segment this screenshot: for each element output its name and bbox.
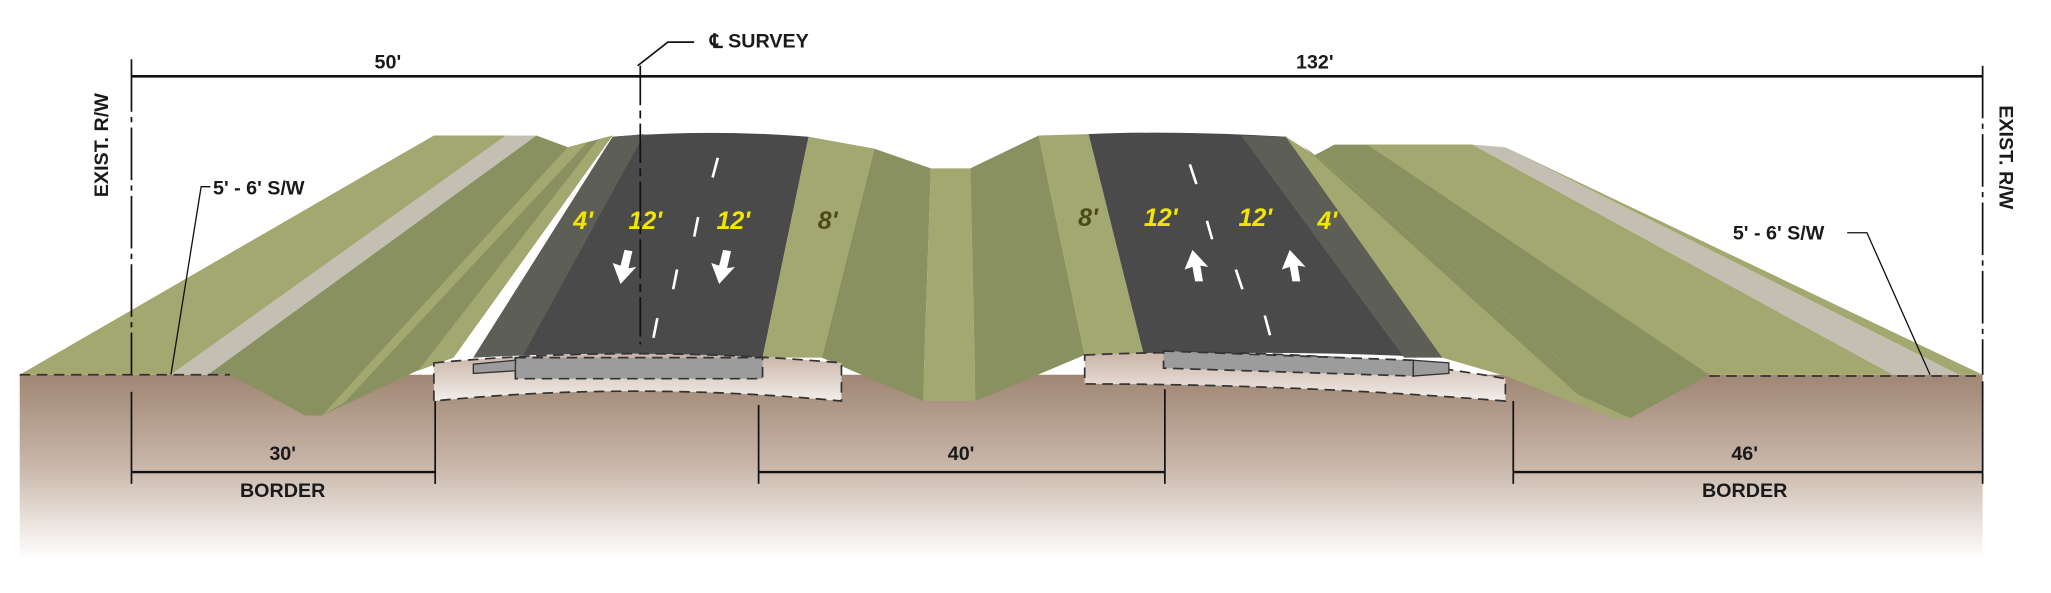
- right-inside-shoulder-label: 4': [1316, 207, 1338, 235]
- median-ditch: [922, 168, 976, 402]
- right-lane-stripes: [1188, 163, 1272, 336]
- left-pavement-section: [514, 356, 764, 380]
- right-backslope-light: [1367, 144, 1894, 375]
- row-right-label: EXIST. R/W: [1995, 105, 2017, 209]
- dimension-46ft: 46': [1731, 443, 1758, 465]
- up-arrow-icon: [1281, 249, 1306, 282]
- left-outside-shoulder: [762, 136, 875, 358]
- sidewalk-left-leader: [170, 186, 211, 375]
- right-roadway: [1088, 132, 1443, 358]
- dimension-30ft: 30': [269, 443, 296, 465]
- left-sidewalk: [170, 135, 537, 375]
- left-lane-1-label: 12': [628, 207, 663, 235]
- down-arrow-icon: [612, 249, 637, 285]
- dimension-40ft: 40': [948, 443, 975, 465]
- left-shoulder-section: [472, 359, 517, 375]
- left-border-label: BORDER: [240, 480, 325, 502]
- right-foreslope-band: [1301, 144, 1631, 419]
- right-backslope: [1314, 144, 1710, 419]
- up-arrow-icon: [1184, 249, 1209, 282]
- sidewalk-right-label: 5' - 6' S/W: [1733, 222, 1825, 244]
- right-outside-shoulder: [1038, 134, 1144, 356]
- right-sidewalk: [1472, 144, 1959, 375]
- left-outer-slope: [19, 135, 507, 375]
- row-left-label: EXIST. R/W: [91, 93, 113, 197]
- down-arrow-icon: [711, 249, 735, 285]
- dimension-50ft: 50': [375, 51, 402, 73]
- left-lane-2-label: 12': [717, 207, 752, 235]
- sidewalk-left-label: 5' - 6' S/W: [213, 178, 305, 200]
- top-dimension-lines: [130, 41, 1984, 375]
- right-outside-shoulder-label: 8': [1078, 204, 1099, 232]
- left-backslope: [207, 135, 568, 416]
- sidewalk-right-leader: [1847, 232, 1931, 375]
- right-lane-2-label: 12': [1238, 204, 1273, 232]
- left-inside-shoulder: [473, 134, 645, 358]
- left-inside-shoulder-label: 4': [572, 207, 594, 235]
- left-foreslope-band-2: [418, 135, 613, 371]
- right-shoulder-section: [1412, 359, 1450, 377]
- left-foreslope-band: [322, 142, 588, 416]
- right-lane-1-label: 12': [1144, 204, 1179, 232]
- left-outside-shoulder-label: 8': [818, 207, 839, 235]
- median-right-slope: [970, 135, 1085, 402]
- centerline-survey-label: ℄ SURVEY: [709, 30, 809, 52]
- bottom-dimension-lines: [130, 381, 1984, 484]
- dimension-132ft: 132': [1296, 51, 1334, 73]
- right-inside-shoulder: [1241, 135, 1443, 358]
- left-lane-stripes: [652, 157, 720, 339]
- existing-ground: [19, 374, 1983, 559]
- median-left-slope: [821, 148, 931, 402]
- right-border-label: BORDER: [1702, 480, 1787, 502]
